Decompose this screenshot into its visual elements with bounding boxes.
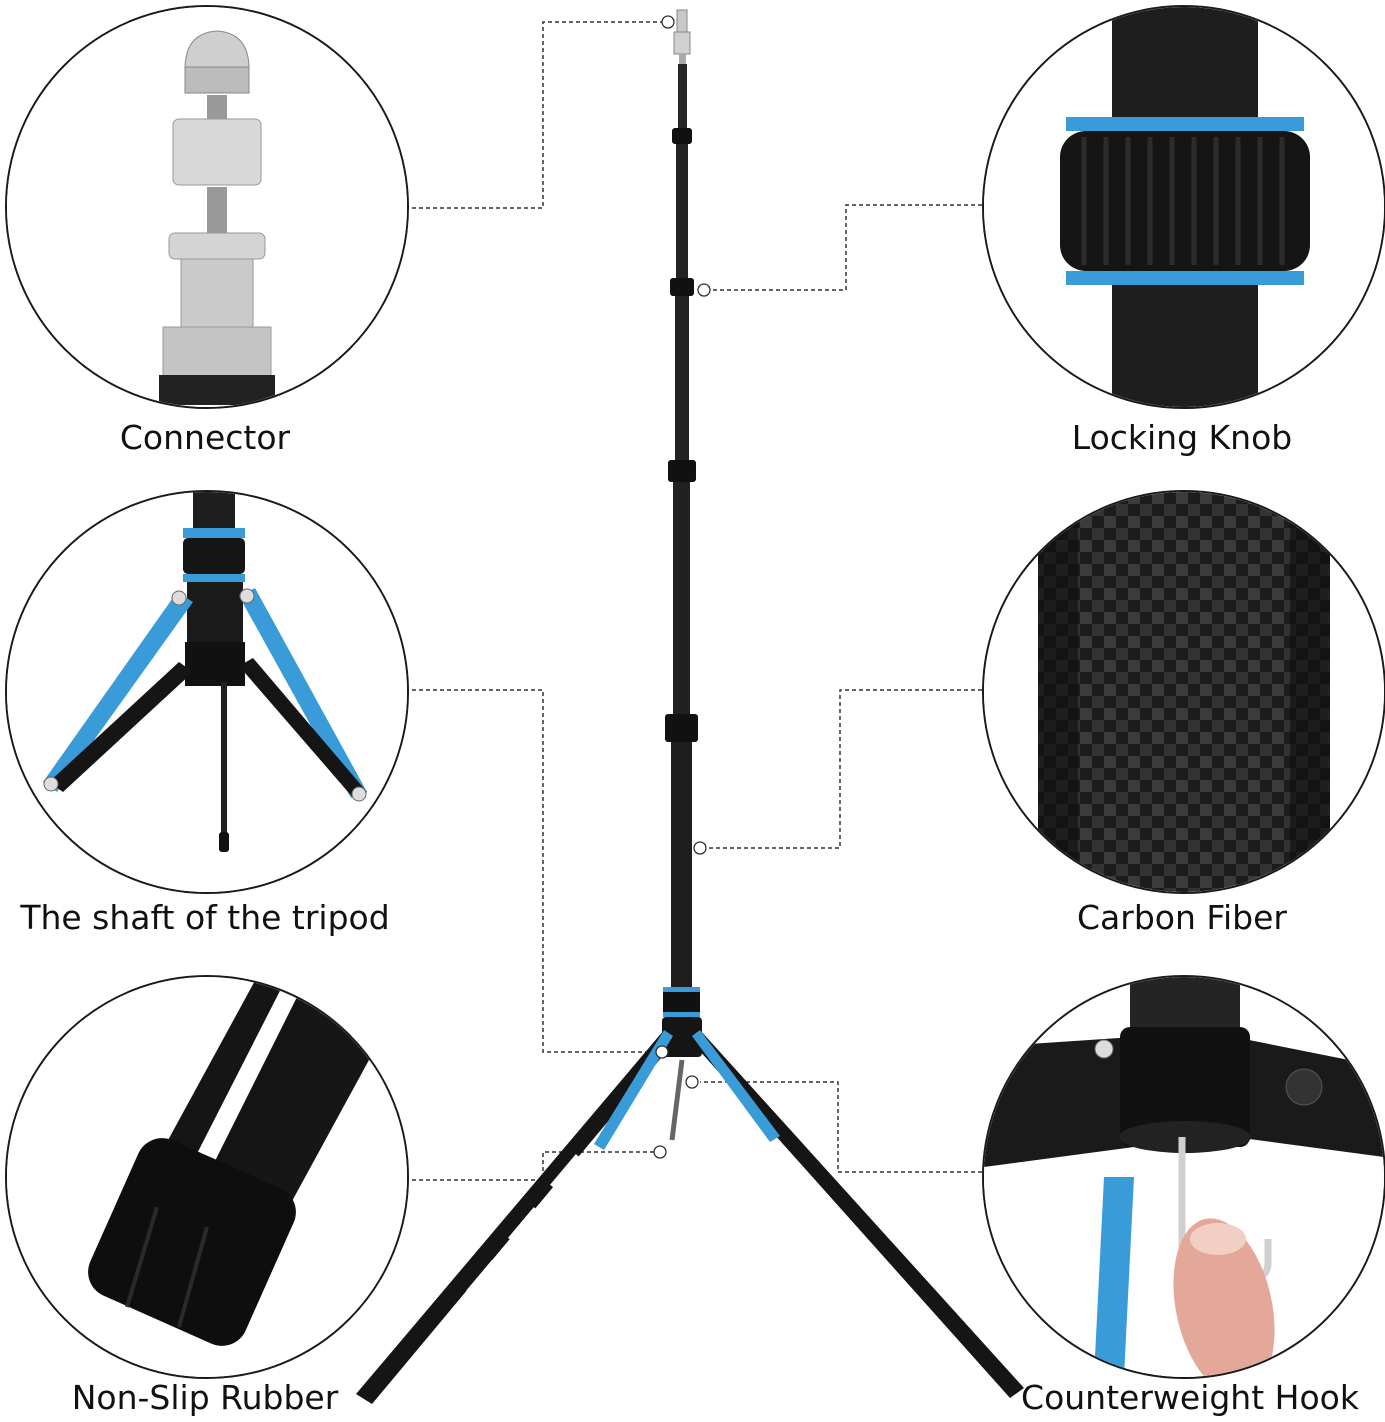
hook-detail [982,975,1385,1379]
caption-carbon-fiber: Carbon Fiber [1077,898,1287,937]
locking-knob-detail [982,5,1385,409]
leader-hook [700,1081,982,1173]
caption-locking-knob: Locking Knob [1071,418,1293,457]
caption-hook: Counterweight Hook [1021,1378,1359,1417]
shaft-illustration [7,492,407,892]
leader-locking-knob [708,204,982,291]
leader-carbon [704,689,982,849]
connector-detail [5,5,409,409]
shaft-detail [5,490,409,894]
locking-knob-illustration [984,7,1384,407]
connector-illustration [7,7,407,407]
carbon-fiber-detail [982,490,1385,894]
counterweight-hook-illustration [984,977,1384,1377]
rubber-foot-illustration [7,977,407,1377]
caption-rubber: Non-Slip Rubber [71,1378,339,1417]
leader-rubber [405,1151,658,1181]
caption-connector: Connector [119,418,291,457]
leader-connector [405,21,668,209]
rubber-detail [5,975,409,1379]
carbon-fiber-illustration [984,492,1384,892]
caption-shaft: The shaft of the tripod [20,898,390,937]
leader-shaft [405,689,658,1053]
